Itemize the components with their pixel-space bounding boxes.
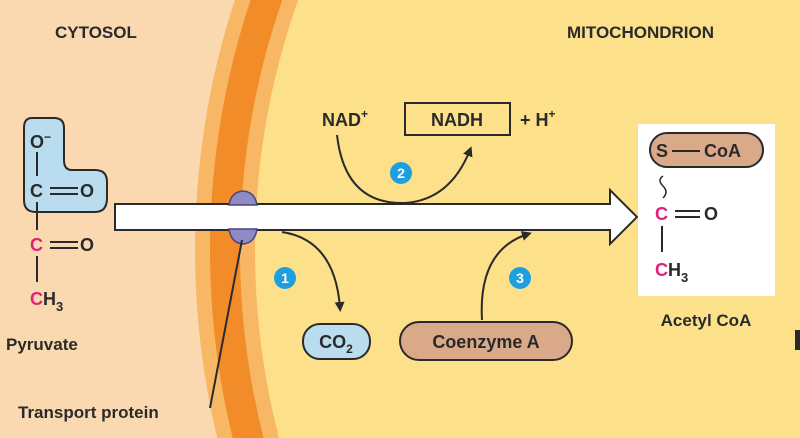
step-1-badge xyxy=(274,267,296,289)
coenzyme-a-pill xyxy=(399,321,573,361)
decarboxylation-arrow xyxy=(281,231,345,312)
svg-text:O: O xyxy=(80,235,94,255)
svg-text:C: C xyxy=(30,181,43,201)
h-plus: + H+ xyxy=(520,107,556,130)
svg-text:2: 2 xyxy=(397,165,405,181)
pyruvate-structure: O− C O C O CH3 xyxy=(23,117,108,314)
coenzyme-a: Coenzyme A xyxy=(432,332,539,352)
svg-text:CH3: CH3 xyxy=(655,260,688,285)
svg-text:C: C xyxy=(30,235,43,255)
nadh: NADH xyxy=(431,110,483,130)
svg-text:O: O xyxy=(80,181,94,201)
coa-addition-arrow xyxy=(480,231,532,321)
svg-text:CoA: CoA xyxy=(704,141,741,161)
carboxyl-group-highlight xyxy=(23,117,108,213)
co2-pill xyxy=(302,323,371,360)
svg-text:O: O xyxy=(704,204,718,224)
svg-text:CH3: CH3 xyxy=(30,289,63,314)
svg-text:3: 3 xyxy=(516,270,524,286)
nad-reduction-arrow xyxy=(336,134,473,205)
svg-text:S: S xyxy=(656,141,668,161)
pyruvate-label: Pyruvate xyxy=(6,335,78,354)
step-3-badge xyxy=(509,267,531,289)
acetyl-coa-structure: S CoA C O CH3 xyxy=(649,132,764,285)
transport-protein-label: Transport protein xyxy=(18,403,159,422)
svg-text:C: C xyxy=(655,204,668,224)
acetyl-coa-label: Acetyl CoA xyxy=(661,311,752,330)
step-2-badge xyxy=(390,162,412,184)
s-coa-pill xyxy=(649,132,764,168)
mitochondrion-label: MITOCHONDRION xyxy=(567,23,714,42)
nad-plus: NAD+ xyxy=(322,107,368,130)
transport-protein-pointer xyxy=(209,239,243,409)
co2: CO2 xyxy=(319,332,353,356)
transport-protein xyxy=(228,190,258,245)
nadh-box xyxy=(404,102,511,136)
cytosol-label: CYTOSOL xyxy=(55,23,137,42)
svg-text:O−: O− xyxy=(30,130,51,152)
edge-mark xyxy=(795,330,800,350)
svg-text:1: 1 xyxy=(281,270,289,286)
main-flow-arrow xyxy=(114,187,639,247)
